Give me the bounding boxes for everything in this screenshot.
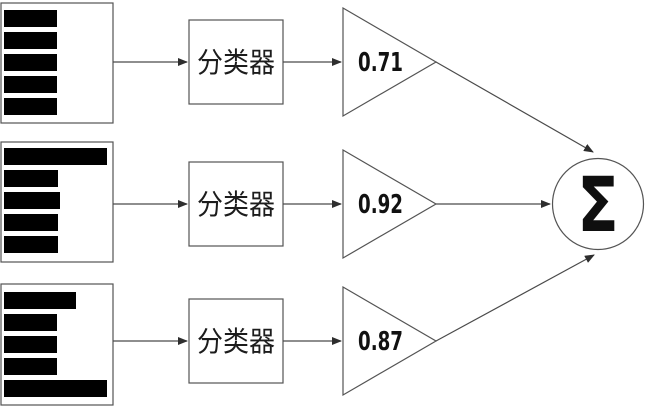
- histogram-bars-1: [4, 10, 57, 115]
- histogram-bar: [4, 76, 57, 93]
- histogram-bar: [4, 336, 57, 353]
- weight-triangle-1: 0.71: [342, 6, 438, 118]
- classifier-box-1-border: [188, 19, 284, 105]
- histogram-bar: [4, 54, 57, 71]
- classifier-label-2: 分类器: [197, 189, 275, 221]
- weight-value-1: 0.71: [358, 48, 403, 78]
- classifier-box-2: 分类器: [188, 161, 284, 247]
- classifier-box-3-border: [188, 298, 284, 384]
- histogram-bar: [4, 380, 107, 397]
- weight-triangle-3: 0.87: [342, 285, 438, 397]
- classifier-label-1: 分类器: [197, 47, 275, 79]
- weight-triangle-1-shape: [342, 6, 438, 118]
- histogram-bar: [4, 32, 57, 49]
- histogram-bar: [4, 192, 60, 209]
- histogram-bar: [4, 10, 57, 27]
- histogram-bar: [4, 292, 76, 309]
- histogram-bar: [4, 236, 58, 253]
- classifier-box-1: 分类器: [188, 19, 284, 105]
- classifier-box-3: 分类器: [188, 298, 284, 384]
- weight-triangle-2: 0.92: [342, 148, 438, 260]
- classifier-label-3: 分类器: [197, 326, 275, 358]
- histogram-bar: [4, 170, 58, 187]
- weight-value-2: 0.92: [358, 190, 403, 220]
- input-box-1: [0, 2, 114, 124]
- arrow-weight1-to-sum: [435, 61, 594, 153]
- histogram-bar: [4, 214, 58, 231]
- input-box-3: [0, 283, 114, 406]
- histogram-bars-3: [4, 292, 107, 397]
- weight-value-3: 0.87: [358, 327, 403, 357]
- weight-triangle-2-shape: [342, 148, 438, 260]
- histogram-bar: [4, 148, 107, 165]
- input-box-2: [0, 141, 114, 263]
- histogram-bar: [4, 358, 57, 375]
- sum-node: Σ: [551, 157, 645, 251]
- sum-circle: [551, 157, 645, 251]
- arrow-weight3-to-sum: [435, 254, 595, 342]
- weight-triangle-3-shape: [342, 285, 438, 397]
- sum-symbol: Σ: [577, 161, 619, 249]
- histogram-bar: [4, 314, 57, 331]
- histogram-bar: [4, 98, 57, 115]
- classifier-box-2-border: [188, 161, 284, 247]
- histogram-bars-2: [4, 148, 107, 253]
